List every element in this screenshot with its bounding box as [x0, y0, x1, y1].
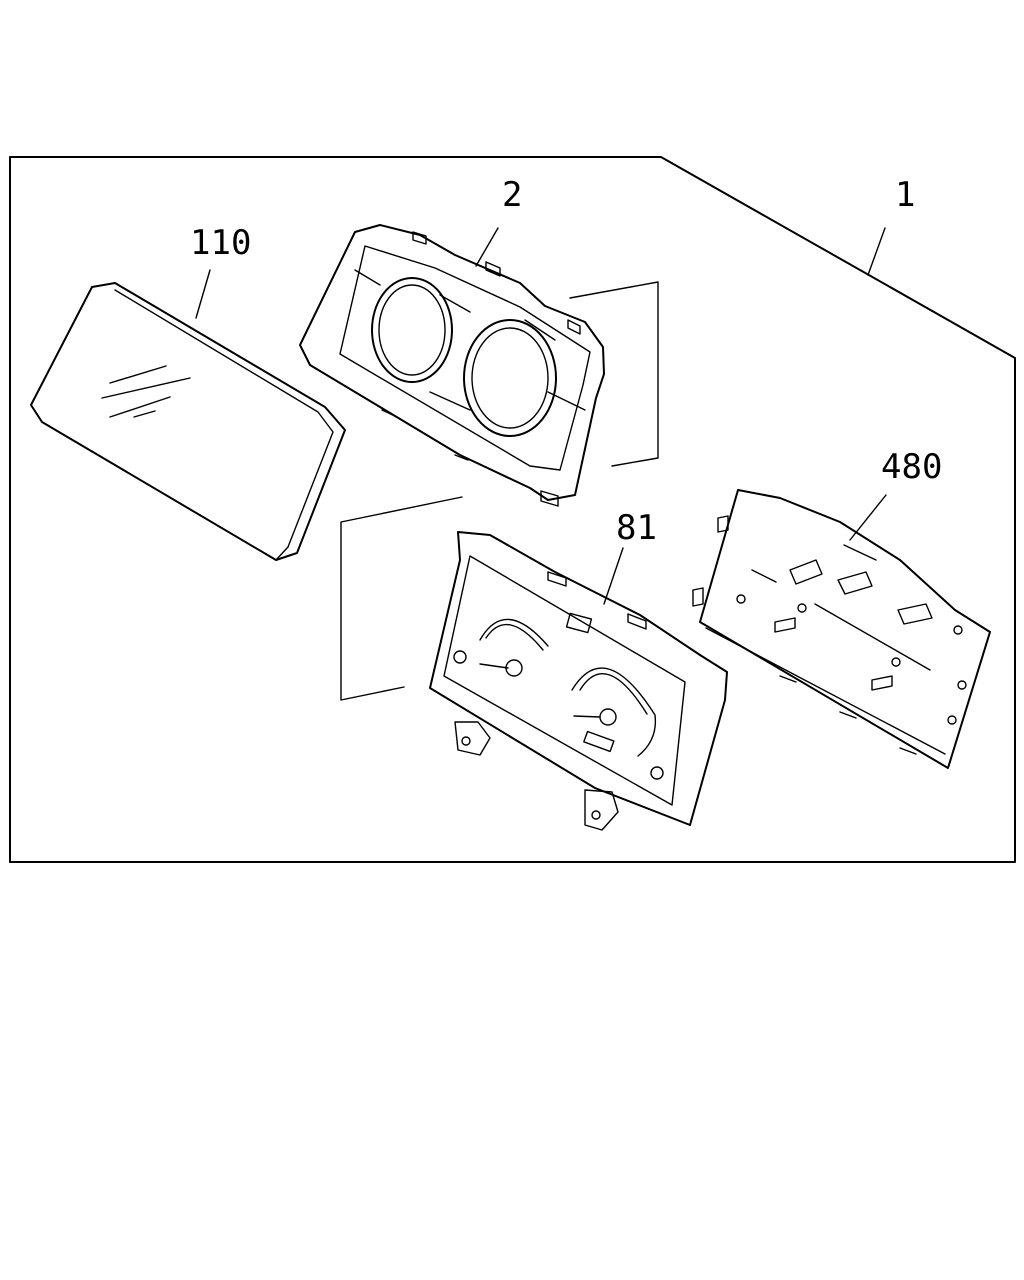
gauge-panel-part — [429, 531, 728, 831]
callout-480: 480 — [881, 447, 942, 487]
assembly-bracket-lines — [340, 281, 659, 701]
circuit-board-part — [692, 489, 991, 769]
callout-2: 2 — [502, 175, 522, 215]
lens-part — [30, 282, 346, 561]
leader-lines — [195, 227, 887, 605]
callout-81: 81 — [616, 508, 657, 548]
callout-1: 1 — [895, 175, 915, 215]
callout-110: 110 — [190, 223, 251, 263]
housing-part — [299, 224, 605, 507]
assembly-boundary — [9, 156, 1016, 863]
